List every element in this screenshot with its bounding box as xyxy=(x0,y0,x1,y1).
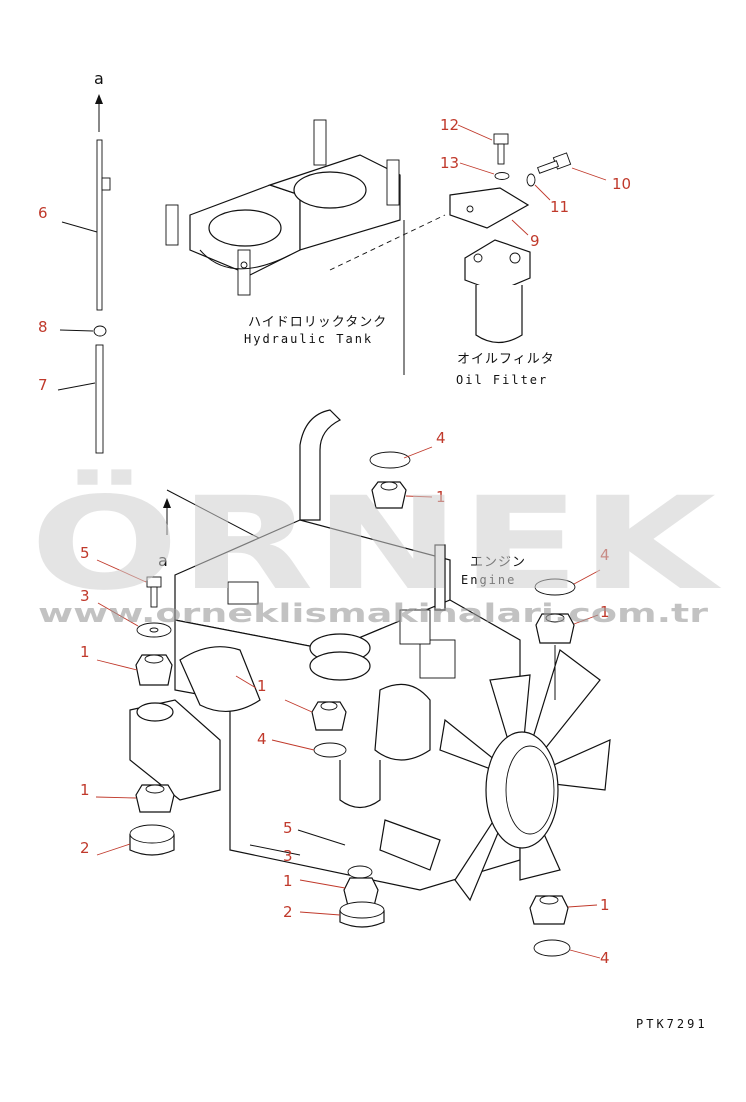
mount-part-1-center xyxy=(311,701,347,731)
engine-label-en: Engine xyxy=(461,573,516,587)
mount-part-1-lower-right xyxy=(529,895,569,925)
engine-label-jp: エンジン xyxy=(470,555,526,570)
callout-13: 13 xyxy=(440,154,459,172)
watermark: ÖRNEK www.orneklismakinalari.com.tr xyxy=(30,469,723,629)
dipstick-part-8 xyxy=(93,325,107,337)
callout-6: 6 xyxy=(38,204,48,222)
callout-5-left: 5 xyxy=(80,544,90,562)
mount-part-1-top xyxy=(371,481,407,509)
callout-4-top: 4 xyxy=(436,429,446,447)
callout-4-lower-right: 4 xyxy=(600,949,610,967)
cushion-part-2-lower-left xyxy=(129,824,175,856)
bolt-part-10 xyxy=(537,152,572,174)
callout-9: 9 xyxy=(530,232,540,250)
cushion-part-4-right xyxy=(534,578,576,596)
hydraulic-tank-label-jp: ハイドロリックタンク xyxy=(248,315,387,330)
callout-1-front: 1 xyxy=(283,872,293,890)
mount-part-1-right xyxy=(535,613,575,644)
watermark-text: ÖRNEK xyxy=(30,469,723,619)
callout-2-lower-left: 2 xyxy=(80,839,90,857)
callout-11: 11 xyxy=(550,198,569,216)
bolt-part-5-front xyxy=(347,865,373,879)
callout-1-right: 1 xyxy=(600,603,610,621)
cushion-part-4-lower-right xyxy=(533,939,571,957)
arrow-a-top-label: a xyxy=(94,69,104,88)
callout-1-lower-left: 1 xyxy=(80,781,90,799)
hydraulic-tank xyxy=(165,119,401,296)
callout-3-front: 3 xyxy=(283,847,293,865)
callout-5-front: 5 xyxy=(283,819,293,837)
callout-8: 8 xyxy=(38,318,48,336)
bolt-part-12 xyxy=(493,133,509,165)
watermark-url: www.orneklismakinalari.com.tr xyxy=(38,599,708,629)
dipstick-part-6 xyxy=(96,139,111,311)
callout-12: 12 xyxy=(440,116,459,134)
oil-filter-label-jp: オイルフィルタ xyxy=(457,352,555,367)
dipstick-tube-part-7 xyxy=(95,344,104,454)
callout-4-center: 4 xyxy=(257,730,267,748)
mount-part-1-lower-left xyxy=(135,784,175,813)
cooling-fan xyxy=(439,649,611,902)
engine-block xyxy=(129,409,521,891)
arrow-a-mid-label: a xyxy=(158,551,168,570)
cushion-part-2-front xyxy=(339,901,385,928)
callout-1-top: 1 xyxy=(436,488,446,506)
callout-10: 10 xyxy=(612,175,631,193)
arrow-a-top: a xyxy=(94,69,104,132)
cushion-part-4-center xyxy=(313,742,347,758)
filter-bracket-part-9 xyxy=(449,187,530,229)
callout-4-right: 4 xyxy=(600,546,610,564)
bolt-part-5-left xyxy=(146,576,162,608)
callout-1-lower-right: 1 xyxy=(600,896,610,914)
washer-part-11 xyxy=(526,173,536,187)
cushion-part-4-top xyxy=(369,451,411,469)
oil-filter xyxy=(464,239,531,344)
callout-3-left: 3 xyxy=(80,587,90,605)
callout-2-front: 2 xyxy=(283,903,293,921)
callout-7: 7 xyxy=(38,376,48,394)
washer-part-3-left xyxy=(136,622,172,638)
callout-1-left: 1 xyxy=(80,643,90,661)
callout-1-center: 1 xyxy=(257,677,267,695)
drawing-code: PTK7291 xyxy=(636,1017,708,1031)
hydraulic-tank-label-en: Hydraulic Tank xyxy=(244,332,373,346)
oil-filter-label-en: Oil Filter xyxy=(456,373,548,387)
mount-part-1-left xyxy=(135,654,173,686)
washer-part-13 xyxy=(494,172,510,180)
